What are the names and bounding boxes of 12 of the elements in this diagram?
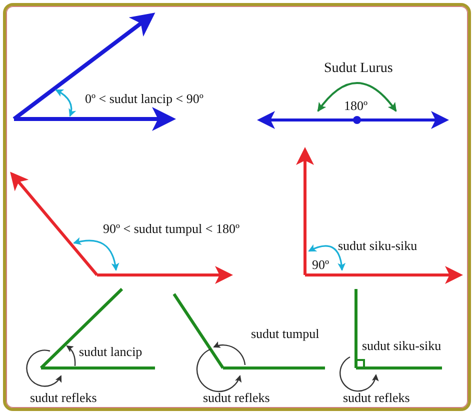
angle-label: sudut refleks: [203, 390, 270, 405]
angle-label: sudut tumpul: [251, 326, 320, 341]
angle-label: sudut lancip: [79, 344, 142, 359]
angle-label: sudut siku-siku: [338, 238, 418, 253]
angle-label: 0º < sudut lancip < 90º: [85, 91, 204, 106]
degree-label: 180º: [344, 98, 368, 113]
angle-label: sudut refleks: [343, 390, 410, 405]
angle-label: sudut refleks: [30, 390, 97, 405]
angle-label: sudut siku-siku: [362, 338, 442, 353]
degree-label: 90º: [312, 257, 330, 272]
angle-label: Sudut Lurus: [324, 61, 393, 76]
angle-label: 90º < sudut tumpul < 180º: [103, 221, 240, 236]
